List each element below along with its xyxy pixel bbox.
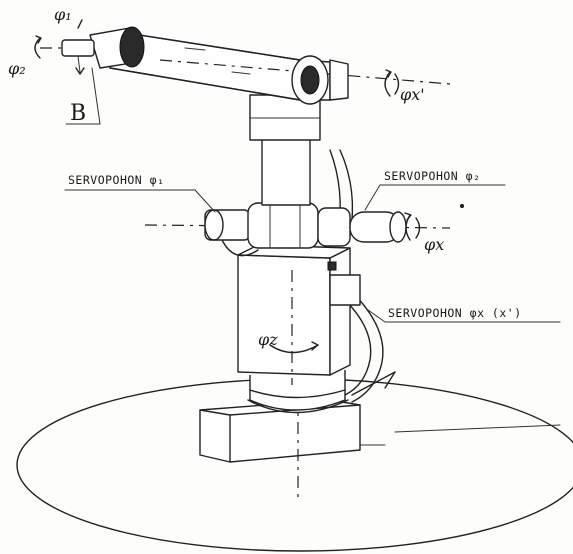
servo-phi2-label: SERVOPOHON φ₂ bbox=[384, 169, 481, 183]
leader-lines bbox=[64, 67, 561, 323]
upper-column bbox=[249, 94, 321, 206]
phi-z-label: φz bbox=[258, 330, 278, 349]
servo-phix-label: SERVOPOHON φx (x') bbox=[388, 306, 522, 320]
point-b-label: B bbox=[70, 101, 86, 126]
phi-x-rotation bbox=[404, 212, 421, 241]
upper-arm bbox=[109, 31, 451, 105]
wrist bbox=[40, 19, 145, 75]
servo-phi1-label: SERVOPOHON φ₁ bbox=[68, 173, 165, 187]
body-box bbox=[237, 244, 361, 385]
column-drum bbox=[247, 370, 349, 414]
phi1-label: φ₁ bbox=[54, 5, 72, 24]
phi-x-label: φx bbox=[424, 235, 444, 254]
phi2-wrist-rotation bbox=[34, 35, 42, 59]
shoulder-shaft bbox=[144, 202, 451, 257]
phi2-label: φ₂ bbox=[8, 59, 26, 78]
phi-x-prime-rotation bbox=[384, 69, 400, 97]
phi-x-prime-label: φx' bbox=[400, 85, 425, 104]
phi-z-rotation bbox=[269, 341, 319, 354]
